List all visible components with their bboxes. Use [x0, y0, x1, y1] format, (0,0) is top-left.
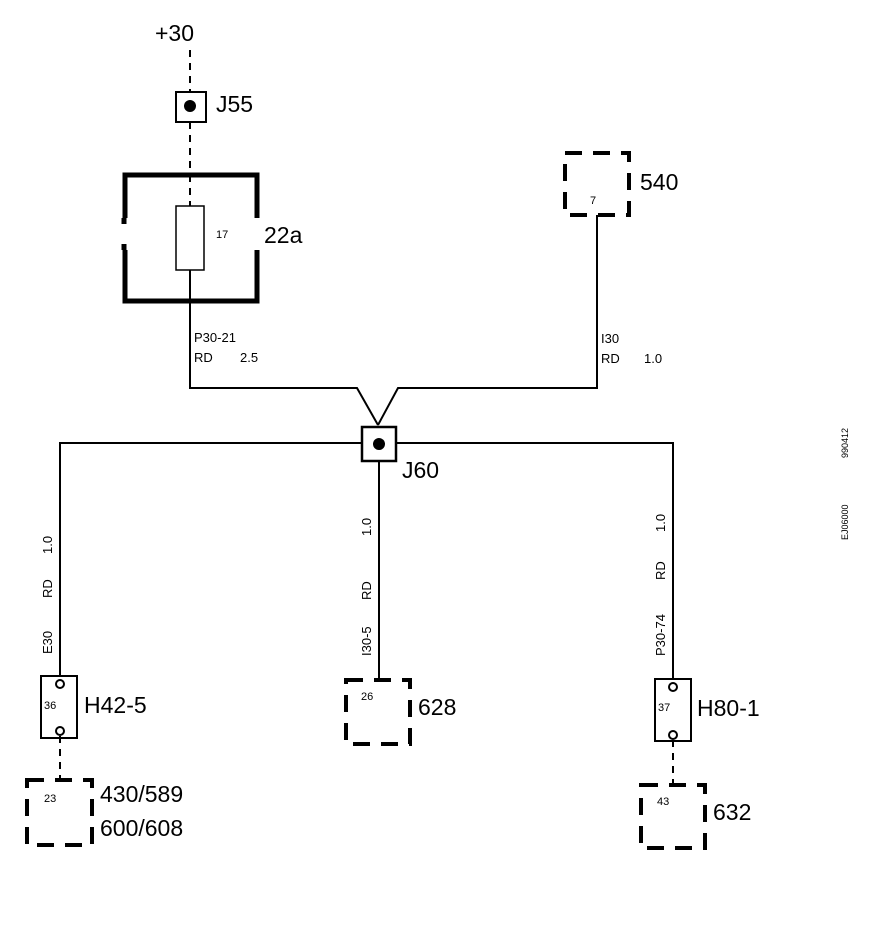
junction-j55	[175, 91, 207, 123]
wire-e30-labels: E30 RD 1.0	[40, 536, 55, 654]
wire-i30-5-color: RD	[359, 581, 374, 600]
connector-628-label: 628	[418, 694, 456, 720]
connector-628-pin: 26	[361, 691, 373, 703]
fuse-label: 22a	[264, 222, 303, 248]
connector-430-pin: 23	[44, 793, 56, 805]
wire-e30-color: RD	[40, 579, 55, 598]
wire-p30-74-size: 1.0	[653, 514, 668, 532]
junction-j55-label: J55	[216, 91, 253, 117]
wire-e30-id: E30	[40, 631, 55, 654]
junction-j60	[360, 425, 398, 463]
wire-p30-21-id: P30-21	[194, 330, 236, 345]
wire-i30-5-id: I30-5	[359, 626, 374, 656]
connector-h80-1-label: H80-1	[697, 695, 760, 721]
wire-i30-color: RD	[601, 351, 620, 366]
wire-i30-5-labels: I30-5 RD 1.0	[359, 518, 374, 656]
supply-label: +30	[155, 20, 194, 46]
connector-540-pin: 7	[590, 195, 596, 207]
connector-h80-1-pin: 37	[658, 702, 670, 714]
connector-628	[344, 678, 412, 746]
wire-p30-74-color: RD	[653, 561, 668, 580]
wire-p30-21-color: RD	[194, 350, 213, 365]
connector-430-label-line1: 430/589	[100, 781, 183, 807]
wire-i30	[377, 215, 598, 426]
side-code-1: 990412	[840, 428, 850, 458]
wire-e30-size: 1.0	[40, 536, 55, 554]
wire-p30-21	[189, 270, 379, 426]
wire-p30-21-size: 2.5	[240, 350, 258, 365]
connector-h80-1	[654, 678, 692, 742]
side-code-2: EJ06000	[840, 504, 850, 540]
wire-i30-size: 1.0	[644, 351, 662, 366]
connector-430-label-line2: 600/608	[100, 815, 183, 841]
connector-430-589	[25, 778, 94, 847]
fuse-box-22a	[119, 172, 263, 304]
connector-540	[563, 151, 631, 217]
wire-p30-74-id: P30-74	[653, 614, 668, 656]
connector-540-label: 540	[640, 169, 678, 195]
wire-p30-74-labels: P30-74 RD 1.0	[653, 514, 668, 656]
connector-h42-5-label: H42-5	[84, 692, 147, 718]
connector-632-label: 632	[713, 799, 751, 825]
connector-632	[639, 783, 707, 850]
fuse-number: 17	[216, 229, 228, 241]
connector-h42-5-pin: 36	[44, 700, 56, 712]
wire-i30-5-size: 1.0	[359, 518, 374, 536]
junction-j60-label: J60	[402, 457, 439, 483]
wire-i30-id: I30	[601, 331, 619, 346]
connector-632-pin: 43	[657, 796, 669, 808]
